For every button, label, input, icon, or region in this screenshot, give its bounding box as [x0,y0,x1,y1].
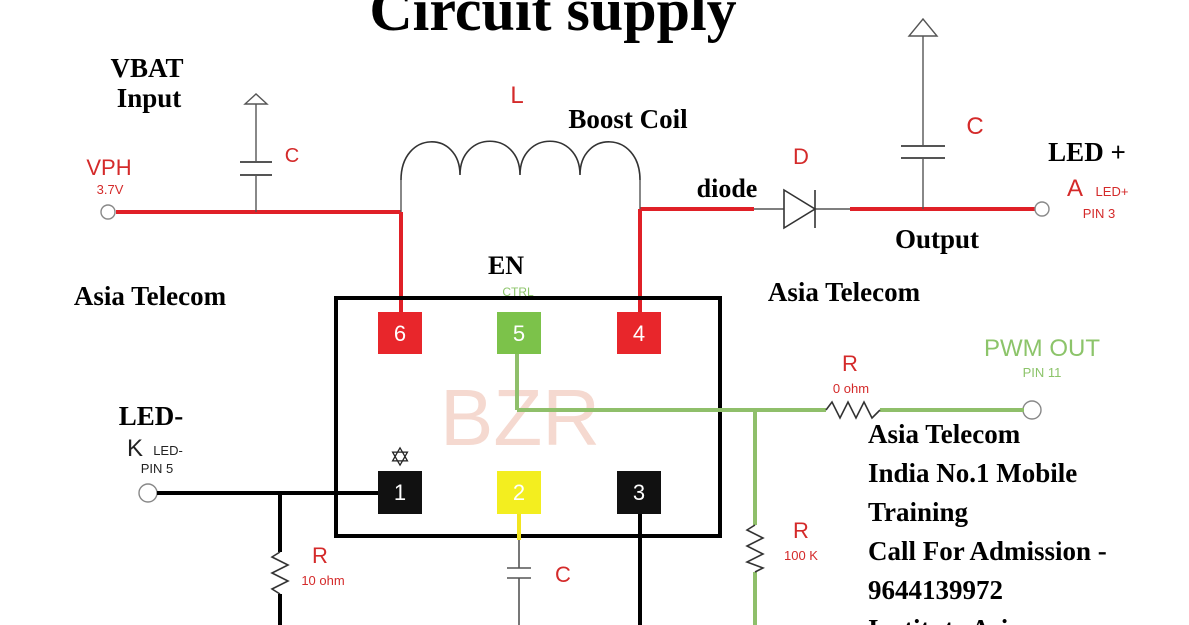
vph-terminal [100,204,116,220]
led-plus-label: LED + [1048,137,1126,167]
a-label: A [1067,175,1083,202]
svg-text:5: 5 [513,321,525,346]
led-minus-terminal [138,483,158,503]
led-minus-small-label: LED- [153,443,183,458]
led-minus-label: LED- [119,401,184,431]
vbat-label: VBAT [110,53,183,83]
boost-coil-label: Boost Coil [568,104,688,134]
pin5-label: PIN 5 [141,461,174,476]
pwm-resistor-symbol [825,400,881,420]
r-right-value-label: 100 K [784,548,818,563]
l-label: L [510,82,523,109]
led-minus-wire [157,491,378,552]
asia-telecom-mid-label: Asia Telecom [768,277,921,307]
svg-text:4: 4 [633,321,645,346]
pin-4: 4 [617,312,661,354]
r-left-value-label: 10 ohm [301,573,344,588]
info-line: Institute Asia [868,614,1022,625]
star-of-david-icon: ✡ [389,443,411,473]
r-left-label: R [312,543,328,568]
pin-6: 6 [378,312,422,354]
en-ctrl-wire [515,354,1024,625]
d-label: D [793,144,809,169]
vph-voltage-label: 3.7V [97,182,124,197]
bottom-capacitor-symbol [507,540,531,625]
pin3-label: PIN 3 [1083,206,1116,221]
en-label: EN [488,251,524,280]
watermark-text: BZR [440,373,600,462]
asia-telecom-left-label: Asia Telecom [74,281,227,311]
c-right-label: C [966,113,983,140]
led-plus-terminal [1034,201,1050,217]
pwm-out-label: PWM OUT [984,335,1100,362]
pulldown-resistor-symbol [745,524,765,573]
r-pwm-label: R [842,351,858,376]
svg-text:6: 6 [394,321,406,346]
left-supply-arrow-icon [243,93,269,105]
boost-coil-symbol [400,140,641,181]
k-label: K [127,435,143,462]
c-left-label: C [285,145,299,167]
info-line: Call For Admission - [868,536,1107,566]
info-line: Asia Telecom [868,419,1021,449]
info-line: Training [868,497,969,527]
pin-2: 2 [497,471,541,514]
right-capacitor-symbol [901,145,945,159]
pin-1: 1 [378,471,422,514]
pin11-label: PIN 11 [1023,365,1062,380]
sense-resistor-symbol [270,551,290,595]
info-line: India No.1 Mobile [868,458,1077,488]
c-bottom-label: C [555,562,571,587]
r-right-label: R [793,518,809,543]
thin-wires [255,36,924,212]
vph-label: VPH [86,155,131,180]
svg-text:3: 3 [633,480,645,505]
r-pwm-value-label: 0 ohm [833,381,869,396]
info-block: Asia Telecom India No.1 Mobile Training … [868,419,1107,625]
output-label: Output [895,224,979,254]
ic-chip-outline [334,296,722,538]
diode-label: diode [697,174,758,203]
info-line: 9644139972 [868,575,1003,605]
diode-symbol [783,188,817,230]
svg-text:2: 2 [513,480,525,505]
right-supply-arrow-icon [907,17,939,37]
pin-3: 3 [617,471,661,514]
svg-text:1: 1 [394,480,406,505]
ctrl-label: CTRL [502,285,534,299]
pin-5: 5 [497,312,541,354]
left-capacitor-symbol [240,161,272,176]
input-label: Input [117,83,182,113]
diagram-title: Circuit supply [369,0,736,43]
led-plus-small-label: LED+ [1096,184,1129,199]
pwm-out-terminal [1022,400,1042,420]
